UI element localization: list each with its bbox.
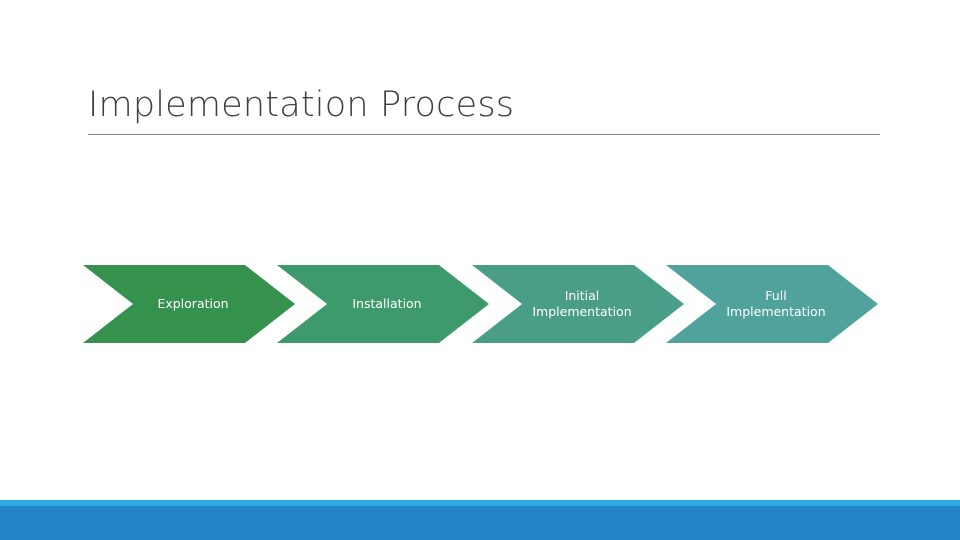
process-step-2-label: Installation	[352, 296, 422, 311]
footer-bar	[0, 506, 960, 540]
title-block: Implementation Process	[88, 82, 880, 138]
process-step-4[interactable]: Full Implementation	[666, 265, 878, 343]
page-title: Implementation Process	[88, 85, 515, 125]
title-underline-rule	[88, 134, 880, 135]
process-step-3[interactable]: Initial Implementation	[472, 265, 684, 343]
footer-accent-stripe	[0, 500, 960, 506]
process-step-4-label: Full Implementation	[726, 288, 826, 319]
process-step-1-label: Exploration	[157, 296, 229, 311]
process-step-2[interactable]: Installation	[277, 265, 489, 343]
process-step-3-label: Initial Implementation	[532, 288, 632, 319]
process-step-1[interactable]: Exploration	[83, 265, 295, 343]
process-chevron-diagram: Exploration Installation Initial Impleme…	[83, 265, 878, 343]
